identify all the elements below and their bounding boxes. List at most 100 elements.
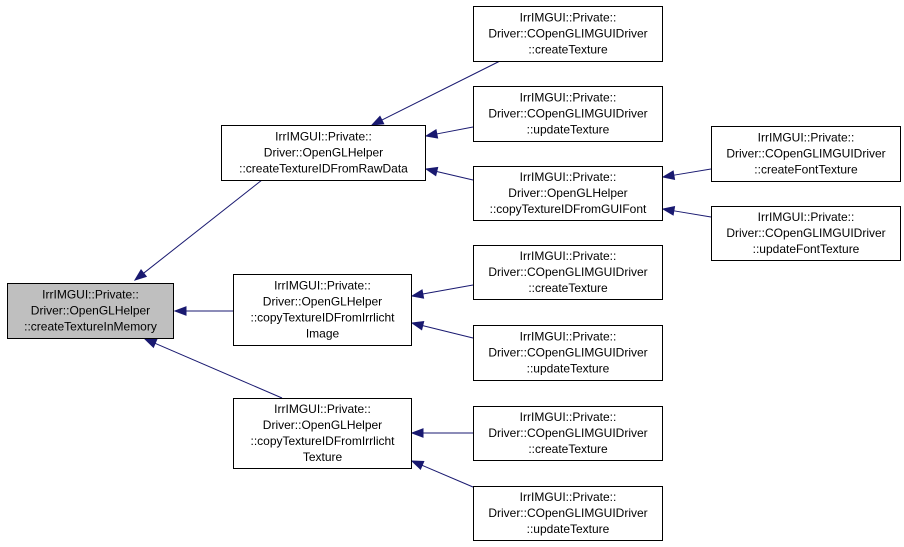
arrowhead-icon: [173, 306, 187, 316]
node-label-line: IrrIMGUI::Private::: [274, 402, 371, 416]
edge-guifont-to-rawdata: [424, 166, 474, 181]
edge-cft-to-guifont: [661, 168, 712, 180]
edge-line: [673, 168, 712, 176]
node-ut1[interactable]: IrrIMGUI::Private::Driver::COpenGLIMGUID…: [473, 86, 663, 142]
node-ut3[interactable]: IrrIMGUI::Private::Driver::COpenGLIMGUID…: [473, 486, 663, 541]
arrowhead-icon: [661, 170, 676, 180]
node-box[interactable]: [221, 125, 426, 181]
edge-ct3-to-irrtexture: [410, 428, 473, 438]
node-label-line: Texture: [303, 450, 343, 464]
node-label-line: ::updateTexture: [527, 522, 610, 536]
edge-ut1-to-rawdata: [424, 126, 474, 139]
node-box[interactable]: [233, 398, 412, 469]
node-label-line: ::createTextureIDFromRawData: [239, 162, 408, 176]
node-label-line: Driver::OpenGLHelper: [263, 418, 382, 432]
node-label-line: Driver::OpenGLHelper: [508, 186, 627, 200]
node-label-line: Driver::COpenGLIMGUIDriver: [488, 107, 647, 121]
node-label-line: IrrIMGUI::Private::: [520, 11, 617, 25]
arrowhead-icon: [661, 206, 676, 216]
node-label-line: Driver::OpenGLHelper: [264, 146, 383, 160]
edge-irrimage-to-root: [173, 306, 233, 316]
edge-rawdata-to-root: [133, 179, 263, 281]
node-label-line: IrrIMGUI::Private::: [520, 91, 617, 105]
node-box[interactable]: [473, 166, 663, 221]
node-label-line: Driver::COpenGLIMGUIDriver: [488, 265, 647, 279]
nodes-layer: IrrIMGUI::Private::Driver::OpenGLHelper:…: [7, 6, 901, 541]
node-box[interactable]: [7, 283, 174, 339]
node-label-line: ::createTexture: [528, 43, 608, 57]
node-label-line: IrrIMGUI::Private::: [520, 170, 617, 184]
node-box[interactable]: [233, 274, 412, 346]
node-box[interactable]: [473, 325, 663, 381]
arrowhead-icon: [410, 428, 424, 438]
node-label-line: IrrIMGUI::Private::: [520, 249, 617, 263]
node-box[interactable]: [473, 486, 663, 541]
node-irrimage[interactable]: IrrIMGUI::Private::Driver::OpenGLHelper:…: [233, 274, 412, 346]
node-box[interactable]: [473, 86, 663, 142]
node-label-line: ::updateFontTexture: [753, 242, 860, 256]
edge-line: [421, 464, 474, 488]
edge-line: [436, 126, 474, 135]
node-label-line: Driver::COpenGLIMGUIDriver: [488, 506, 647, 520]
arrowhead-icon: [143, 338, 158, 349]
arrowhead-icon: [410, 289, 425, 299]
node-label-line: ::updateTexture: [527, 123, 610, 137]
edge-line: [154, 342, 283, 399]
node-label-line: IrrIMGUI::Private::: [520, 330, 617, 344]
node-label-line: ::copyTextureIDFromIrrlicht: [250, 311, 395, 325]
node-ct1[interactable]: IrrIMGUI::Private::Driver::COpenGLIMGUID…: [473, 6, 663, 62]
node-label-line: Driver::COpenGLIMGUIDriver: [488, 346, 647, 360]
node-label-line: ::createTextureInMemory: [24, 320, 157, 334]
node-box[interactable]: [711, 206, 901, 261]
node-root[interactable]: IrrIMGUI::Private::Driver::OpenGLHelper:…: [7, 283, 174, 339]
edges-layer: [133, 60, 712, 488]
edge-ct1-to-rawdata: [370, 60, 501, 126]
node-label-line: ::copyTextureIDFromGUIFont: [490, 202, 647, 216]
edge-ct2-to-irrimage: [410, 284, 474, 299]
edge-line: [422, 284, 474, 295]
node-label-line: Driver::COpenGLIMGUIDriver: [488, 27, 647, 41]
edge-irrtexture-to-root: [143, 338, 283, 399]
arrowhead-icon: [133, 269, 148, 281]
node-label-line: ::createTexture: [528, 442, 608, 456]
node-label-line: IrrIMGUI::Private::: [520, 410, 617, 424]
node-rawdata[interactable]: IrrIMGUI::Private::Driver::OpenGLHelper:…: [221, 125, 426, 181]
edge-uft-to-guifont: [661, 206, 712, 218]
node-guifont[interactable]: IrrIMGUI::Private::Driver::OpenGLHelper:…: [473, 166, 663, 221]
node-label-line: Driver::COpenGLIMGUIDriver: [488, 426, 647, 440]
node-label-line: IrrIMGUI::Private::: [758, 131, 855, 145]
node-ct2[interactable]: IrrIMGUI::Private::Driver::COpenGLIMGUID…: [473, 245, 663, 300]
node-irrtexture[interactable]: IrrIMGUI::Private::Driver::OpenGLHelper:…: [233, 398, 412, 469]
node-label-line: Image: [306, 327, 340, 341]
node-label-line: IrrIMGUI::Private::: [42, 288, 139, 302]
node-label-line: ::createTexture: [528, 281, 608, 295]
edge-ut2-to-irrimage: [410, 320, 474, 339]
node-uft[interactable]: IrrIMGUI::Private::Driver::COpenGLIMGUID…: [711, 206, 901, 261]
node-label-line: IrrIMGUI::Private::: [275, 130, 372, 144]
node-label-line: Driver::OpenGLHelper: [263, 295, 382, 309]
arrowhead-icon: [424, 166, 439, 177]
node-label-line: IrrIMGUI::Private::: [758, 210, 855, 224]
node-box[interactable]: [473, 406, 663, 461]
node-ct3[interactable]: IrrIMGUI::Private::Driver::COpenGLIMGUID…: [473, 406, 663, 461]
node-box[interactable]: [473, 6, 663, 62]
edge-line: [381, 60, 501, 121]
node-label-line: Driver::OpenGLHelper: [31, 304, 150, 318]
node-label-line: Driver::COpenGLIMGUIDriver: [726, 147, 885, 161]
edge-line: [436, 171, 474, 181]
edge-line: [422, 325, 474, 339]
node-label-line: ::copyTextureIDFromIrrlicht: [250, 434, 395, 448]
edge-line: [673, 210, 712, 218]
arrowhead-icon: [410, 320, 425, 331]
edge-ut3-to-irrtexture: [410, 460, 474, 488]
edge-line: [143, 179, 263, 274]
arrowhead-icon: [410, 460, 425, 471]
node-label-line: IrrIMGUI::Private::: [520, 490, 617, 504]
node-label-line: ::createFontTexture: [754, 163, 858, 177]
node-box[interactable]: [473, 245, 663, 300]
arrowhead-icon: [424, 128, 439, 139]
node-cft[interactable]: IrrIMGUI::Private::Driver::COpenGLIMGUID…: [711, 126, 901, 182]
node-box[interactable]: [711, 126, 901, 182]
node-ut2[interactable]: IrrIMGUI::Private::Driver::COpenGLIMGUID…: [473, 325, 663, 381]
